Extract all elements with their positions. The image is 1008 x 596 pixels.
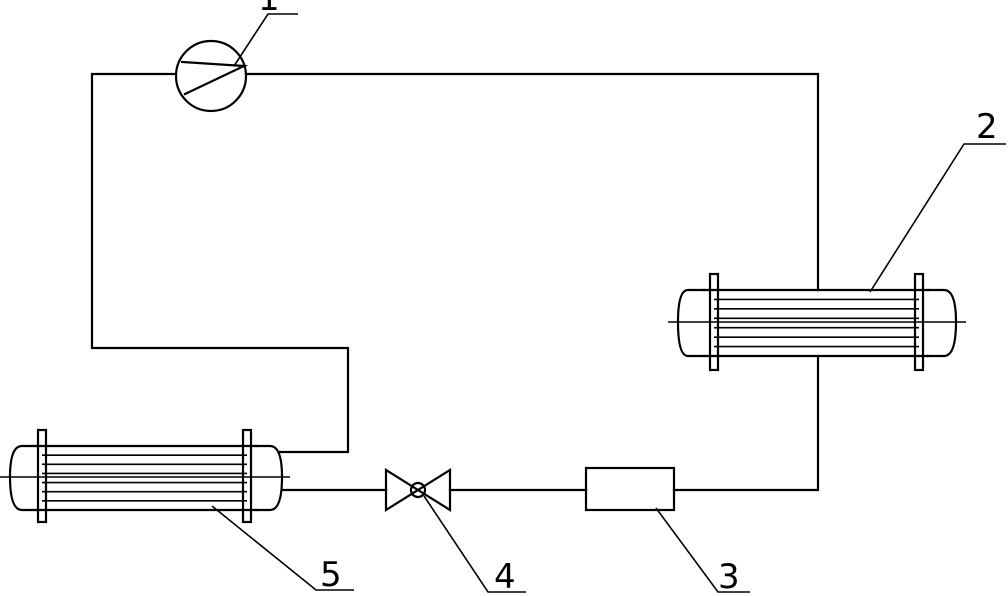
- label-1: 1: [258, 0, 280, 19]
- label-4-group: 4: [423, 495, 526, 596]
- filter-icon: [584, 466, 676, 512]
- label-5: 5: [320, 555, 342, 595]
- label-2: 2: [976, 107, 998, 147]
- expansion-valve-icon: [384, 468, 452, 512]
- leader-line-3: [655, 507, 750, 593]
- label-5-group: 5: [211, 505, 354, 595]
- discharge-line: [244, 72, 820, 292]
- heat-exchanger-2: [668, 272, 966, 372]
- leader-line-1: [233, 13, 298, 67]
- shell-and-tube-heat-exchanger-icon: [668, 272, 966, 372]
- piping: [90, 72, 820, 492]
- expansion-valve: [384, 468, 452, 512]
- label-1-group: 1: [233, 0, 298, 67]
- label-2-group: 2: [869, 107, 1006, 293]
- shell-and-tube-heat-exchanger-icon: [0, 428, 290, 524]
- condenser-outlet-line: [672, 356, 820, 492]
- compressor-symbol: [180, 60, 249, 96]
- label-4: 4: [494, 557, 516, 596]
- leader-line-2: [869, 143, 1006, 293]
- label-3: 3: [718, 557, 740, 596]
- leader-line-4: [423, 495, 526, 593]
- label-3-group: 3: [655, 507, 750, 596]
- suction-line: [90, 72, 350, 454]
- compressor-icon: [174, 39, 248, 113]
- heat-exchanger-5: [0, 428, 290, 524]
- leader-line-5: [211, 505, 354, 591]
- compressor: [174, 39, 249, 113]
- filter: [584, 466, 676, 512]
